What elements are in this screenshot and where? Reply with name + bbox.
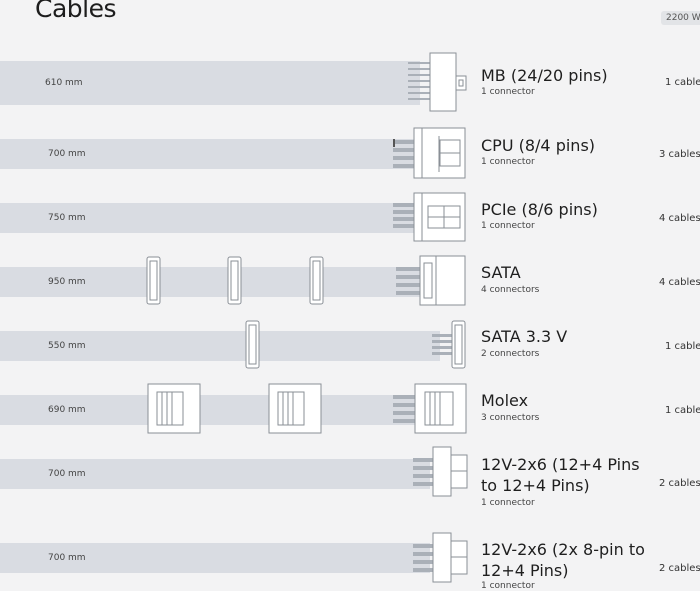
cable-name: 12V-2x6 (12+4 Pins to 12+4 Pins) [481, 455, 640, 495]
cpu-connector-icon [393, 127, 466, 179]
cable-name: SATA [481, 263, 521, 282]
sata-inline-connector-icon [227, 256, 242, 305]
cable-name: CPU (8/4 pins) [481, 136, 596, 155]
cable-count: 1 cable [665, 341, 700, 352]
cable-name: MB (24/20 pins) [481, 66, 608, 85]
cable-name: SATA 3.3 V [481, 327, 568, 346]
cable-length: 700 mm [48, 149, 86, 159]
cable-band [0, 395, 420, 425]
cable-band [0, 61, 420, 105]
molex-inline-connector-icon [147, 383, 201, 434]
cable-count: 4 cables [659, 213, 700, 224]
sata-inline-connector-icon [309, 256, 324, 305]
sata-inline-connector-icon [245, 320, 260, 369]
cable-connectors: 1 connector [481, 157, 535, 167]
cable-length: 700 mm [48, 553, 86, 563]
cable-count: 3 cables [659, 149, 700, 160]
cable-band [0, 267, 430, 297]
cable-connectors: 1 connector [481, 87, 535, 97]
cable-connectors: 1 connector [481, 498, 535, 508]
sata-end-connector-icon [396, 255, 466, 306]
cable-length: 950 mm [48, 277, 86, 287]
cable-name: 12V-2x6 (2x 8-pin to 12+4 Pins) [481, 540, 645, 580]
cable-band [0, 543, 430, 573]
sata-end-connector-icon [432, 320, 466, 369]
cable-band [0, 459, 430, 489]
cable-connectors: 3 connectors [481, 413, 540, 423]
cable-connectors: 1 connector [481, 221, 535, 231]
cable-length: 690 mm [48, 405, 86, 415]
cable-connectors: 1 connector [481, 581, 535, 591]
12v-2x6-connector-icon [413, 532, 468, 583]
molex-inline-connector-icon [268, 383, 322, 434]
cable-length: 610 mm [45, 78, 83, 88]
cable-length: 750 mm [48, 213, 86, 223]
cable-count: 2 cables [659, 563, 700, 574]
cable-name: Molex [481, 391, 529, 410]
cable-band [0, 139, 420, 169]
cable-band [0, 331, 440, 361]
cable-count: 2 cables [659, 478, 700, 489]
cable-band [0, 203, 420, 233]
cable-connectors: 4 connectors [481, 285, 540, 295]
cable-count: 4 cables [659, 277, 700, 288]
cable-name: PCIe (8/6 pins) [481, 200, 598, 219]
sata-inline-connector-icon [146, 256, 161, 305]
pcie-connector-icon [393, 192, 466, 242]
cable-length: 700 mm [48, 469, 86, 479]
cable-count: 1 cable [665, 77, 700, 88]
cable-connectors: 2 connectors [481, 349, 540, 359]
cable-length: 550 mm [48, 341, 86, 351]
cable-count: 1 cable [665, 405, 700, 416]
mb-connector-icon [408, 52, 467, 112]
molex-end-connector-icon [393, 383, 467, 434]
wattage-badge: 2200 W [661, 11, 700, 25]
12v-2x6-connector-icon [413, 446, 468, 497]
page-title: Cables [35, 0, 117, 23]
